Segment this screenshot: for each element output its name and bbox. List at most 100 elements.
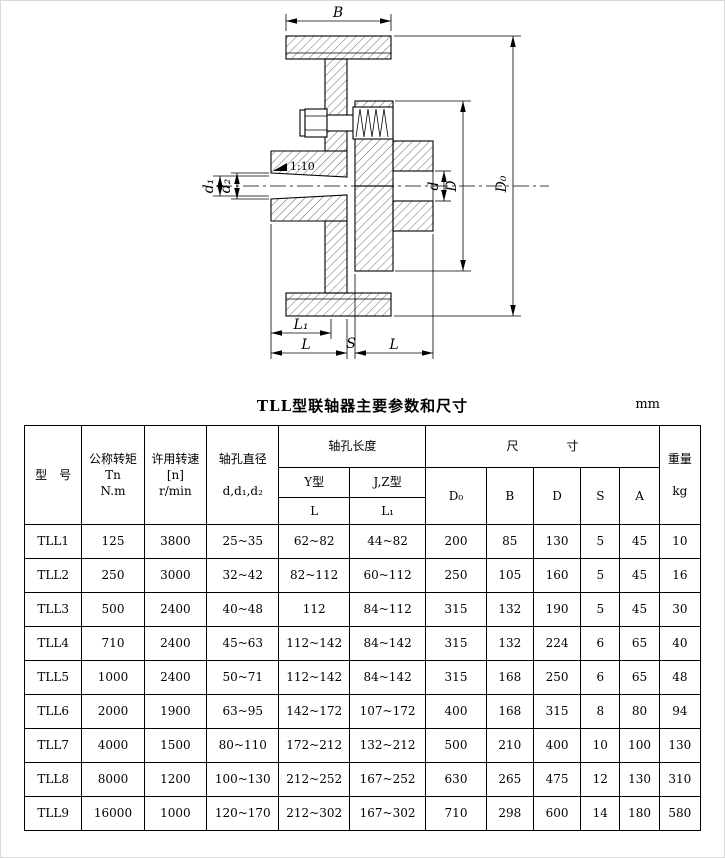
cell-L: 142~172 (278, 694, 350, 729)
cell-B: 265 (485, 762, 534, 797)
cell-B: 132 (485, 626, 534, 661)
cell-D: 160 (532, 558, 582, 593)
left-hub (270, 150, 348, 222)
cell-bore-dia: 63~95 (206, 694, 280, 729)
elastic-sleeve-cavity (352, 106, 394, 140)
col-header-L1: L₁ (348, 497, 427, 525)
taper-label: 1:10 (290, 160, 315, 173)
cell-D0: 710 (425, 796, 487, 831)
cell-A: 80 (619, 694, 660, 729)
cell-S: 12 (580, 762, 621, 797)
pin-hex-head (304, 108, 328, 138)
cell-L1: 132~212 (348, 728, 427, 763)
cell-S: 5 (580, 592, 621, 627)
cell-weight: 40 (658, 626, 702, 661)
cell-A: 45 (619, 524, 660, 559)
cell-speed: 2400 (143, 592, 208, 627)
cell-torque: 250 (81, 558, 145, 593)
dim-label-L-left: L (300, 337, 310, 353)
cell-A: 45 (619, 558, 660, 593)
cell-B: 168 (485, 660, 534, 695)
cell-L1: 107~172 (348, 694, 427, 729)
col-header-type-jz: J,Z型 (348, 467, 427, 498)
cell-S: 14 (580, 796, 621, 831)
dim-label-L-right: L (388, 337, 398, 353)
cell-D0: 630 (425, 762, 487, 797)
cell-L1: 44~82 (348, 524, 427, 559)
cell-bore-dia: 100~130 (206, 762, 280, 797)
parameters-table: 型 号 公称转矩 Tn N.m 许用转速 [n] r/min 轴孔直径 d,d₁… (23, 425, 702, 831)
cell-L: 212~302 (278, 796, 350, 831)
cell-model: TLL6 (23, 694, 83, 729)
taper-annotation: 1:10 (273, 160, 315, 173)
cell-model: TLL2 (23, 558, 83, 593)
cell-L1: 167~302 (348, 796, 427, 831)
cell-D0: 200 (425, 524, 487, 559)
cell-B: 105 (485, 558, 534, 593)
cell-bore-dia: 120~170 (206, 796, 280, 831)
col-header-B: B (485, 467, 534, 525)
cell-A: 180 (619, 796, 660, 831)
cell-torque: 4000 (81, 728, 145, 763)
cell-weight: 10 (658, 524, 702, 559)
cell-speed: 3000 (143, 558, 208, 593)
col-header-A: A (619, 467, 660, 525)
cell-model: TLL9 (23, 796, 83, 831)
cell-model: TLL3 (23, 592, 83, 627)
dimension-d: d (426, 170, 451, 202)
cell-D: 224 (532, 626, 582, 661)
cell-A: 65 (619, 626, 660, 661)
cell-torque: 125 (81, 524, 145, 559)
cell-speed: 3800 (143, 524, 208, 559)
col-header-bore-length: 轴孔长度 (278, 425, 427, 468)
coupling-technical-drawing: 1:10 B D₀ D (201, 5, 549, 359)
cell-weight: 48 (658, 660, 702, 695)
cell-D0: 315 (425, 626, 487, 661)
dim-label-d: d (426, 181, 442, 190)
cell-L: 212~252 (278, 762, 350, 797)
col-header-L: L (278, 497, 350, 525)
cell-L1: 60~112 (348, 558, 427, 593)
cell-model: TLL5 (23, 660, 83, 695)
cell-bore-dia: 32~42 (206, 558, 280, 593)
cell-L1: 84~142 (348, 626, 427, 661)
cell-torque: 710 (81, 626, 145, 661)
col-header-weight: 重量 kg (658, 425, 702, 525)
cell-A: 45 (619, 592, 660, 627)
dim-label-B: B (332, 5, 343, 21)
cell-bore-dia: 40~48 (206, 592, 280, 627)
col-header-speed: 许用转速 [n] r/min (143, 425, 208, 525)
cell-weight: 130 (658, 728, 702, 763)
cell-weight: 580 (658, 796, 702, 831)
cell-L1: 84~112 (348, 592, 427, 627)
cell-model: TLL1 (23, 524, 83, 559)
cell-D: 315 (532, 694, 582, 729)
cell-S: 10 (580, 728, 621, 763)
cell-S: 6 (580, 626, 621, 661)
cell-D: 190 (532, 592, 582, 627)
elastic-pin-assembly (299, 106, 394, 140)
col-header-D: D (532, 467, 582, 525)
cell-D0: 250 (425, 558, 487, 593)
cell-D0: 500 (425, 728, 487, 763)
col-header-torque: 公称转矩 Tn N.m (81, 425, 145, 525)
cell-L1: 84~142 (348, 660, 427, 695)
cell-speed: 1200 (143, 762, 208, 797)
cell-D: 250 (532, 660, 582, 695)
pin-shank (326, 114, 356, 132)
cell-D0: 315 (425, 592, 487, 627)
dim-label-d1: d₁ (201, 179, 217, 194)
cell-weight: 310 (658, 762, 702, 797)
cell-torque: 16000 (81, 796, 145, 831)
col-header-dimensions: 尺 寸 (425, 425, 660, 468)
col-header-D0: D₀ (425, 467, 487, 525)
cell-torque: 1000 (81, 660, 145, 695)
dim-label-D0: D₀ (494, 175, 510, 193)
cell-B: 210 (485, 728, 534, 763)
cell-B: 132 (485, 592, 534, 627)
brake-wheel-rim (285, 35, 392, 317)
